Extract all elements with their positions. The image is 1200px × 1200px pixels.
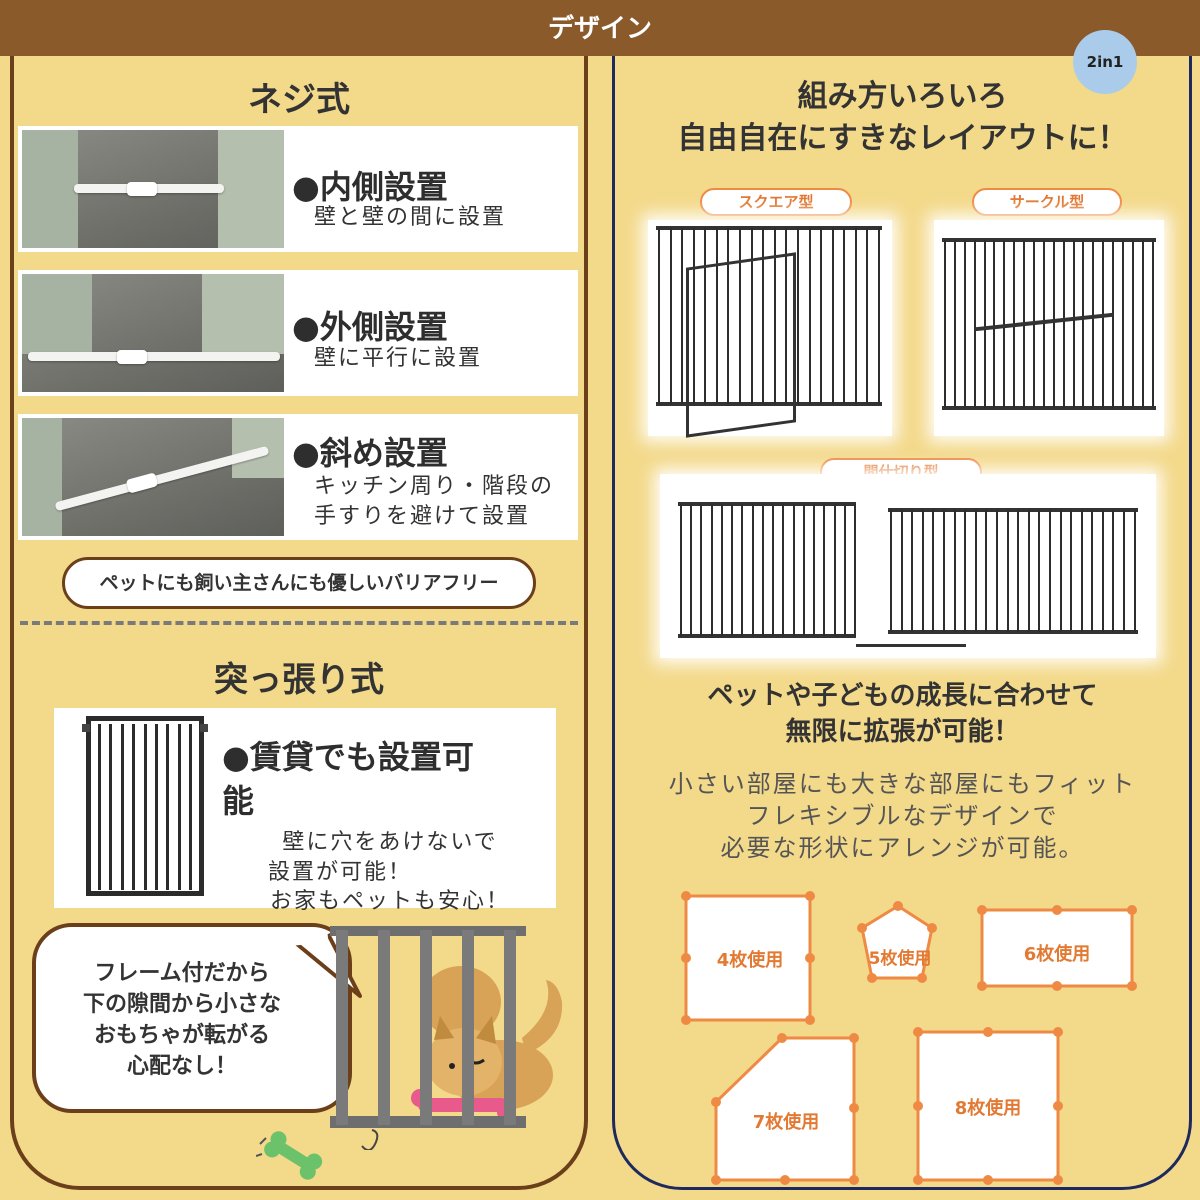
pressure-title-line2: 能 bbox=[222, 782, 255, 820]
page-title: デザイン bbox=[547, 14, 652, 44]
flexible-desc-line1: 小さい部屋にも大きな部屋にもフィット bbox=[668, 770, 1137, 798]
pressure-title-line1: ●賃貸でも設置可 bbox=[222, 738, 474, 776]
layout-shapes-diagram bbox=[681, 891, 1137, 1185]
bone-toy-icon bbox=[256, 1131, 323, 1180]
growth-heading-line1: ペットや子どもの成長に合わせて bbox=[707, 681, 1098, 711]
bubble-line-4: 心配なし！ bbox=[126, 1054, 237, 1079]
section-divider bbox=[20, 621, 578, 625]
circle-type-label: サークル型 bbox=[972, 188, 1122, 216]
square-type-label: スクエア型 bbox=[700, 188, 852, 216]
speech-bubble-text: フレーム付だから 下の隙間から小さな おもちゃが転がる 心配なし！ bbox=[32, 958, 332, 1082]
inside-install-title: ●内側設置 bbox=[292, 168, 448, 206]
bubble-line-2: 下の隙間から小さな bbox=[82, 992, 281, 1017]
inside-install-photo bbox=[22, 130, 284, 248]
circle-type-photo bbox=[934, 220, 1164, 436]
diagonal-install-desc-line1: キッチン周り・階段の bbox=[314, 474, 555, 499]
diagonal-install-title: ●斜め設置 bbox=[292, 434, 448, 472]
shape-7-label: 7枚使用 bbox=[752, 1112, 820, 1133]
speech-bubble bbox=[32, 923, 352, 1113]
flexible-desc: 小さい部屋にも大きな部屋にもフィット フレキシブルなデザインで 必要な形状にアレ… bbox=[615, 768, 1190, 864]
pressure-desc-line2: 設置が可能！ bbox=[267, 860, 412, 885]
pressure-desc-line3: お家もペットも安心！ bbox=[269, 889, 510, 914]
growth-heading: ペットや子どもの成長に合わせて 無限に拡張が可能！ bbox=[615, 678, 1190, 750]
inside-install-desc: 壁と壁の間に設置 bbox=[314, 205, 507, 230]
flexible-desc-line2: フレキシブルなデザインで bbox=[746, 802, 1059, 830]
partition-type-photo bbox=[660, 474, 1156, 658]
shape-4-label: 4枚使用 bbox=[716, 950, 784, 971]
shape-5-panels bbox=[860, 904, 934, 980]
pressure-gate-photo bbox=[82, 716, 208, 898]
two-in-one-badge: 2in1 bbox=[1073, 30, 1137, 94]
pressure-heading: 突っ張り式 bbox=[214, 660, 384, 700]
diagonal-install-desc-line2: 手すりを避けて設置 bbox=[314, 504, 531, 529]
outside-install-title: ●外側設置 bbox=[292, 308, 448, 346]
header-bar bbox=[0, 0, 1200, 56]
shape-8-label: 8枚使用 bbox=[954, 1098, 1022, 1119]
layout-heading: 組み方いろいろ 自由自在にすきなレイアウトに！ bbox=[615, 76, 1190, 160]
layout-heading-line1: 組み方いろいろ bbox=[797, 79, 1008, 114]
flexible-desc-line3: 必要な形状にアレンジが可能。 bbox=[720, 834, 1085, 862]
shape-6-label: 6枚使用 bbox=[1023, 944, 1091, 965]
screw-heading: ネジ式 bbox=[248, 80, 350, 120]
outside-install-desc: 壁に平行に設置 bbox=[314, 346, 483, 371]
dog-in-cage-illustration bbox=[330, 926, 563, 1150]
growth-heading-line2: 無限に拡張が可能！ bbox=[785, 717, 1020, 747]
square-type-photo bbox=[648, 220, 892, 438]
diagonal-install-photo bbox=[22, 418, 284, 536]
shape-5-label: 5枚使用 bbox=[868, 949, 932, 969]
barrier-free-pill: ペットにも飼い主さんにも優しいバリアフリー bbox=[62, 557, 536, 609]
bubble-line-1: フレーム付だから bbox=[94, 961, 270, 986]
pressure-desc-line1: 壁に穴をあけないで bbox=[282, 830, 498, 855]
layout-heading-line2: 自由自在にすきなレイアウトに！ bbox=[677, 121, 1128, 156]
bubble-line-3: おもちゃが転がる bbox=[93, 1023, 270, 1048]
outside-install-photo bbox=[22, 274, 284, 392]
